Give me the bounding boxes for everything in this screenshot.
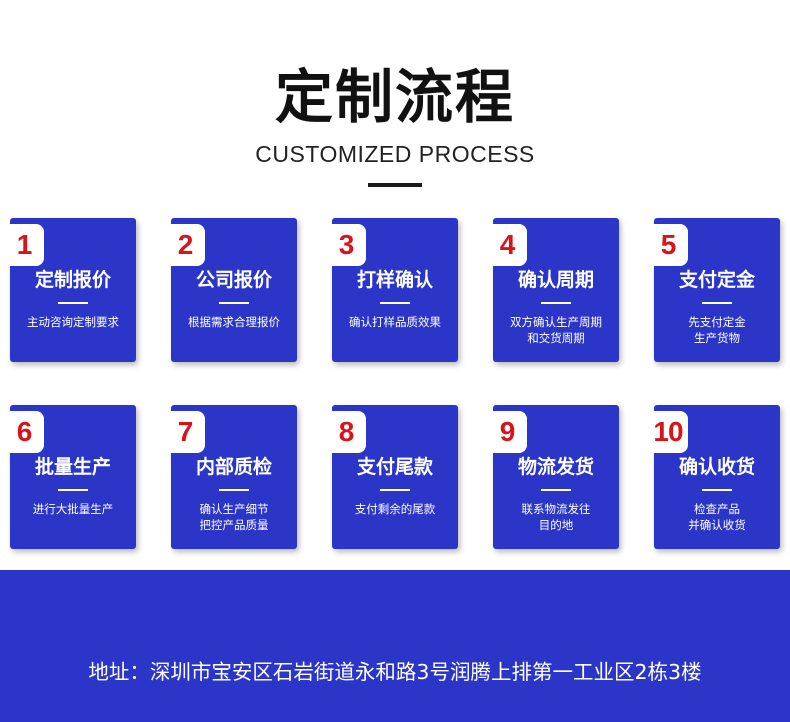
step-description: 联系物流发往目的地 (495, 501, 617, 533)
step-number: 6 (16, 416, 33, 447)
step-description-line: 联系物流发往 (521, 502, 591, 516)
step-description-line: 确认打样品质效果 (349, 315, 441, 329)
step-number: 2 (177, 229, 194, 260)
step-description: 检查产品并确认收货 (656, 501, 778, 533)
step-description: 双方确认生产周期和交货周期 (495, 314, 617, 346)
step-title: 公司报价 (195, 269, 272, 291)
step-description-line: 双方确认生产周期 (510, 315, 602, 329)
step-card-5: 5 支付定金 先支付定金生产货物 (648, 218, 780, 362)
step-number: 1 (16, 229, 33, 260)
step-number-badge: 5 (648, 224, 688, 266)
step-description-line: 主动咨询定制要求 (27, 315, 119, 329)
step-description: 主动咨询定制要求 (12, 314, 134, 330)
step-card-7: 7 内部质检 确认生产细节把控产品质量 (165, 405, 297, 549)
footer-address: 地址：深圳市宝安区石岩街道永和路3号润腾上排第一工业区2栋3楼 (88, 660, 702, 684)
step-description-line: 并确认收货 (688, 518, 746, 532)
step-description-line: 根据需求合理报价 (188, 315, 280, 329)
step-title: 批量生产 (34, 456, 111, 478)
step-description-line: 生产货物 (694, 331, 740, 345)
step-description-line: 目的地 (538, 518, 574, 532)
step-description-line: 先支付定金 (688, 315, 746, 329)
step-number-badge: 9 (487, 411, 527, 453)
title-divider (368, 183, 422, 187)
step-description-line: 进行大批量生产 (32, 502, 114, 516)
step-number-badge: 8 (326, 411, 366, 453)
footer-banner: 地址：深圳市宝安区石岩街道永和路3号润腾上排第一工业区2栋3楼 (0, 570, 790, 722)
step-number: 10 (653, 416, 683, 447)
step-title: 支付定金 (678, 269, 755, 291)
step-card-6: 6 批量生产 进行大批量生产 (4, 405, 136, 549)
step-divider (219, 302, 249, 304)
step-description-line: 检查产品 (694, 502, 740, 516)
step-number-badge: 6 (4, 411, 44, 453)
step-card-10: 10 确认收货 检查产品并确认收货 (648, 405, 780, 549)
step-divider (380, 489, 410, 491)
step-number-badge: 3 (326, 224, 366, 266)
step-description-line: 确认生产细节 (199, 502, 269, 516)
step-title: 物流发货 (517, 456, 594, 478)
step-description: 确认生产细节把控产品质量 (173, 501, 295, 533)
step-card-4: 4 确认周期 双方确认生产周期和交货周期 (487, 218, 619, 362)
step-divider (541, 489, 571, 491)
step-divider (58, 489, 88, 491)
step-number: 7 (177, 416, 194, 447)
step-number: 5 (660, 229, 677, 260)
step-title: 确认周期 (517, 269, 594, 291)
step-number-badge: 7 (165, 411, 205, 453)
step-title: 定制报价 (34, 269, 111, 291)
step-description-line: 和交货周期 (527, 331, 585, 345)
step-divider (380, 302, 410, 304)
step-description: 进行大批量生产 (12, 501, 134, 517)
step-number: 3 (338, 229, 355, 260)
page-title: 定制流程 (274, 63, 515, 131)
step-card-3: 3 打样确认 确认打样品质效果 (326, 218, 458, 362)
step-description-line: 把控产品质量 (199, 518, 269, 532)
step-number: 4 (499, 229, 516, 260)
step-description-line: 支付剩余的尾款 (354, 502, 436, 516)
step-number-badge: 10 (648, 411, 688, 453)
step-number-badge: 2 (165, 224, 205, 266)
step-description: 支付剩余的尾款 (334, 501, 456, 517)
step-title: 内部质检 (195, 456, 272, 478)
step-description: 确认打样品质效果 (334, 314, 456, 330)
step-title: 确认收货 (678, 456, 755, 478)
step-card-2: 2 公司报价 根据需求合理报价 (165, 218, 297, 362)
step-card-8: 8 支付尾款 支付剩余的尾款 (326, 405, 458, 549)
step-description: 根据需求合理报价 (173, 314, 295, 330)
page-subtitle: CUSTOMIZED PROCESS (255, 141, 535, 167)
step-divider (702, 302, 732, 304)
step-card-1: 1 定制报价 主动咨询定制要求 (4, 218, 136, 362)
step-title: 打样确认 (356, 269, 433, 291)
step-divider (541, 302, 571, 304)
step-number: 9 (499, 416, 516, 447)
step-number: 8 (338, 416, 355, 447)
step-title: 支付尾款 (356, 456, 433, 478)
step-number-badge: 1 (4, 224, 44, 266)
step-number-badge: 4 (487, 224, 527, 266)
step-divider (702, 489, 732, 491)
step-divider (219, 489, 249, 491)
step-divider (58, 302, 88, 304)
step-card-9: 9 物流发货 联系物流发往目的地 (487, 405, 619, 549)
step-description: 先支付定金生产货物 (656, 314, 778, 346)
